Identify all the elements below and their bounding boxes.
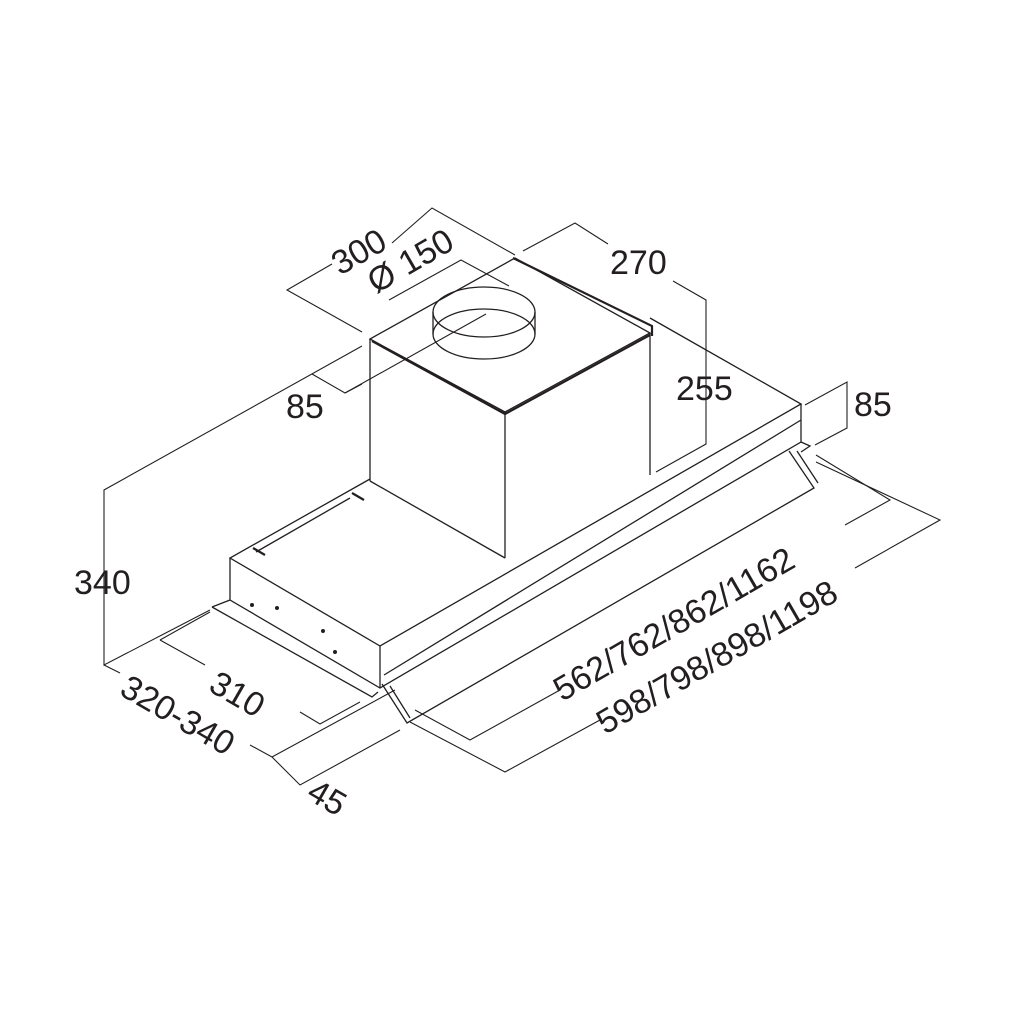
dim-total-height: 340 (74, 564, 131, 602)
dim-chimney-width: 270 (610, 244, 667, 282)
dim-body-height: 85 (854, 386, 892, 424)
dim-chimney-height: 255 (676, 370, 733, 408)
chimney (368, 257, 654, 559)
hood-body (211, 317, 819, 724)
dimension-lines (103, 207, 942, 786)
dim-duct-offset: 85 (286, 388, 324, 426)
duct-collar (432, 286, 536, 360)
